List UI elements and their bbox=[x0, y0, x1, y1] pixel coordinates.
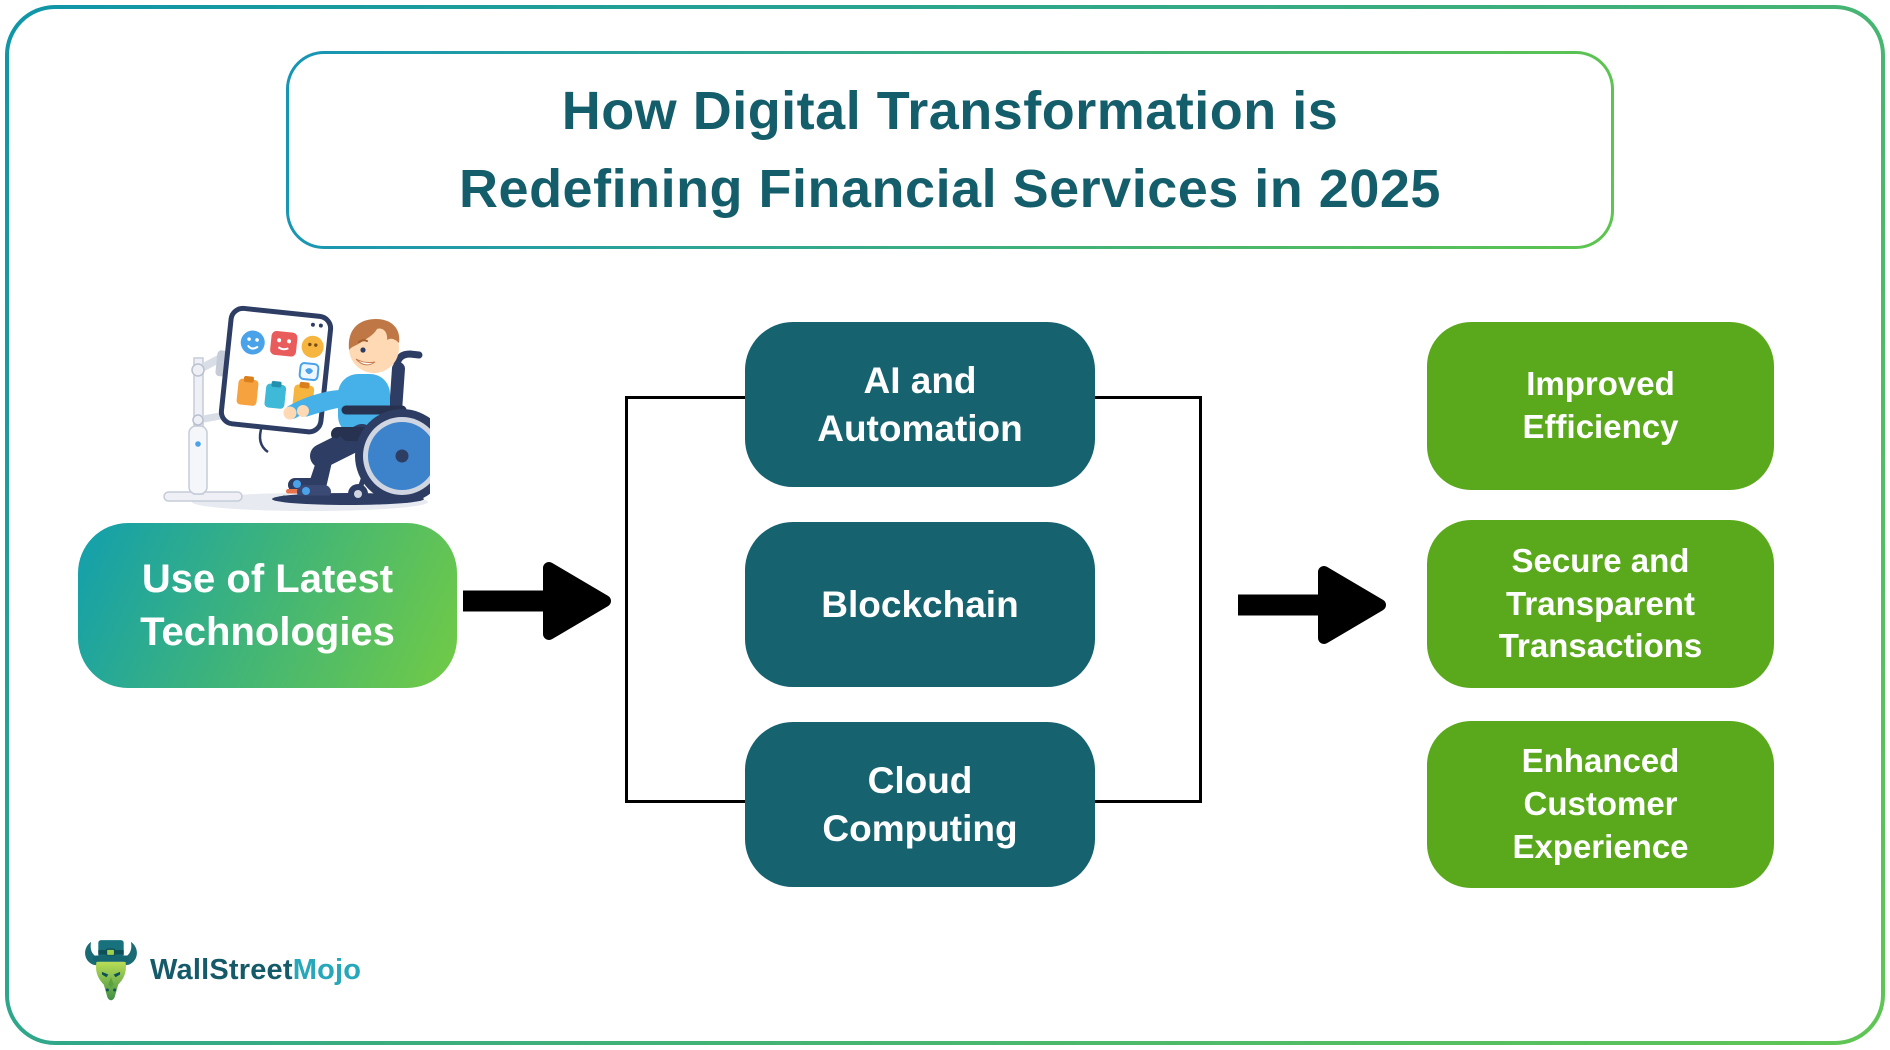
benefit-box-line: Customer bbox=[1523, 785, 1678, 823]
title-box: How Digital Transformation is Redefining… bbox=[286, 51, 1614, 249]
benefit-box-line: Improved bbox=[1526, 365, 1675, 403]
tech-box-ai-and-automation: AI and Automation bbox=[745, 322, 1095, 487]
wallstreetmojo-logo: WallStreetMojo bbox=[82, 935, 361, 1005]
source-box-use-of-latest-technologies: Use of Latest Technologies bbox=[78, 523, 457, 688]
logo-text-primary: WallStreet bbox=[150, 953, 293, 986]
benefit-box-line: Transactions bbox=[1498, 627, 1703, 665]
page-title-line-1: How Digital Transformation is bbox=[561, 80, 1339, 141]
tech-box-line: AI and bbox=[863, 360, 977, 402]
logo-text-secondary: Mojo bbox=[292, 953, 362, 986]
benefit-box-line: Efficiency bbox=[1522, 408, 1679, 445]
benefit-box-enhanced-customer-experience: Enhanced Customer Experience bbox=[1427, 721, 1774, 888]
bull-mascot-icon bbox=[85, 940, 137, 1001]
tech-box-cloud-computing: Cloud Computing bbox=[745, 722, 1095, 887]
arrow-right-icon bbox=[463, 562, 611, 640]
wheelchair-wheel bbox=[355, 409, 449, 503]
benefit-box-improved-efficiency: Improved Efficiency bbox=[1427, 322, 1774, 490]
benefit-box-line: Experience bbox=[1512, 827, 1689, 865]
person-in-wheelchair-illustration bbox=[150, 298, 449, 516]
tablet-screen bbox=[215, 305, 334, 435]
tech-box-line: Automation bbox=[817, 407, 1023, 449]
benefit-box-line: Secure and bbox=[1511, 541, 1690, 579]
page-title-line-2: Redefining Financial Services in 2025 bbox=[459, 159, 1441, 219]
tech-box-line: Cloud bbox=[867, 760, 973, 802]
source-box-line-2: Technologies bbox=[140, 609, 395, 654]
logo-wordmark: WallStreetMojo bbox=[150, 954, 361, 987]
tech-box-line: Computing bbox=[822, 807, 1018, 849]
arrow-right-icon bbox=[1238, 566, 1386, 644]
accessible-workstation-illustration bbox=[163, 305, 449, 511]
benefit-box-line: Transparent bbox=[1506, 584, 1695, 622]
benefit-box-line: Enhanced bbox=[1521, 742, 1680, 780]
tech-box-line: Blockchain bbox=[821, 583, 1019, 625]
tech-box-blockchain: Blockchain bbox=[745, 522, 1095, 687]
source-box-line-1: Use of Latest bbox=[141, 556, 394, 601]
benefit-box-secure-transparent-transactions: Secure and Transparent Transactions bbox=[1427, 520, 1774, 688]
